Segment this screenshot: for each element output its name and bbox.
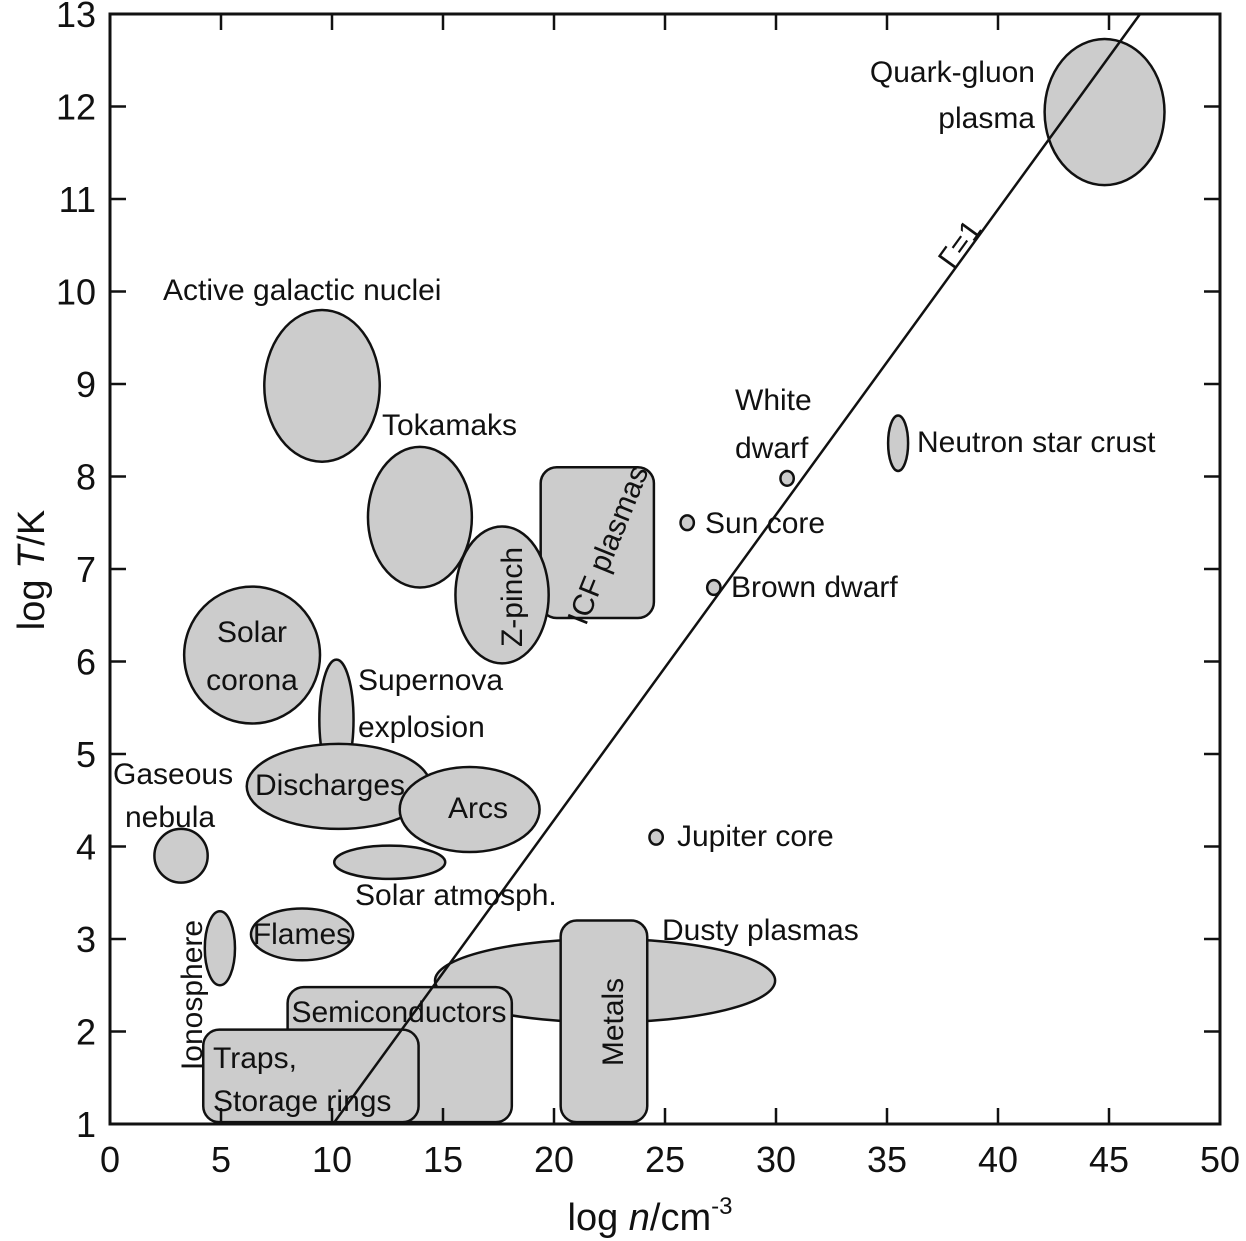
region-jupiter <box>648 828 665 846</box>
label-arcs: Arcs <box>448 792 508 825</box>
label-whitedwarf: White <box>735 384 812 417</box>
region-browndwarf <box>705 578 722 597</box>
x-tick-label: 35 <box>867 1139 907 1180</box>
gamma-1-line <box>332 13 1142 1125</box>
x-tick-label: 0 <box>100 1139 120 1180</box>
label-flames: Flames <box>253 918 351 951</box>
label-qgp: Quark-gluon <box>870 56 1035 89</box>
label-nebula: nebula <box>125 801 215 834</box>
label-whitedwarf: dwarf <box>735 432 809 465</box>
label-qgp: plasma <box>938 102 1035 135</box>
x-tick-label: 20 <box>534 1139 574 1180</box>
label-suncore: Sun core <box>705 507 825 540</box>
y-tick-label: 9 <box>76 364 96 405</box>
label-corona: corona <box>206 664 298 697</box>
label-discharges: Discharges <box>255 769 405 802</box>
y-tick-label: 4 <box>76 827 96 868</box>
label-supernova: explosion <box>358 711 485 744</box>
region-metals <box>559 919 649 1124</box>
region-suncore <box>679 514 696 532</box>
label-browndwarf: Brown dwarf <box>731 571 898 604</box>
label-traps: Traps, <box>213 1042 297 1075</box>
x-tick-label: 15 <box>423 1139 463 1180</box>
region-tokamaks <box>366 445 474 589</box>
x-tick-label: 5 <box>211 1139 231 1180</box>
region-arcs <box>398 765 541 854</box>
label-metals: Metals <box>597 978 630 1066</box>
label-agn: Active galactic nuclei <box>163 274 441 307</box>
regions-layer <box>153 37 1166 1124</box>
label-jupiter: Jupiter core <box>677 820 834 853</box>
label-nebula: Gaseous <box>113 758 233 791</box>
region-flames <box>249 907 355 962</box>
region-zpinch <box>454 525 550 665</box>
y-tick-label: 7 <box>76 549 96 590</box>
label-neutron: Neutron star crust <box>917 426 1156 459</box>
y-axis-label: log T/K <box>11 510 53 630</box>
region-icf <box>539 466 656 620</box>
x-tick-label: 50 <box>1200 1139 1240 1180</box>
region-ionosphere <box>203 910 237 987</box>
y-tick-label: 3 <box>76 919 96 960</box>
region-neutron <box>886 414 910 473</box>
label-dusty: Dusty plasmas <box>662 914 859 947</box>
region-traps <box>201 1028 420 1124</box>
label-traps: Storage rings <box>213 1085 391 1118</box>
region-corona <box>182 585 322 725</box>
y-tick-label: 5 <box>76 734 96 775</box>
y-tick-label: 8 <box>76 457 96 498</box>
region-solaratm <box>332 844 447 881</box>
region-nebula <box>153 827 209 884</box>
label-zpinch: Z-pinch <box>496 547 529 647</box>
label-ionosphere: Ionosphere <box>176 920 209 1070</box>
region-qgp <box>1043 37 1166 187</box>
y-tick-label: 6 <box>76 642 96 683</box>
y-tick-label: 1 <box>76 1104 96 1145</box>
x-axis-label: log n/cm-3 <box>568 1193 733 1239</box>
gamma-1-label: Γ=1 <box>932 214 989 274</box>
label-semis: Semiconductors <box>291 996 506 1029</box>
x-tick-label: 40 <box>978 1139 1018 1180</box>
y-tick-label: 11 <box>59 179 96 220</box>
label-corona: Solar <box>217 616 287 649</box>
x-tick-label: 45 <box>1089 1139 1129 1180</box>
y-tick-label: 12 <box>56 87 96 128</box>
label-solaratm: Solar atmosph. <box>355 879 557 912</box>
y-tick-label: 10 <box>56 272 96 313</box>
x-tick-label: 10 <box>312 1139 352 1180</box>
y-tick-label: 2 <box>76 1012 96 1053</box>
label-supernova: Supernova <box>358 664 503 697</box>
x-tick-label: 30 <box>756 1139 796 1180</box>
y-tick-label: 13 <box>56 0 96 35</box>
region-whitedwarf <box>779 469 796 488</box>
label-tokamaks: Tokamaks <box>382 409 517 442</box>
region-agn <box>263 308 381 463</box>
x-tick-label: 25 <box>645 1139 685 1180</box>
